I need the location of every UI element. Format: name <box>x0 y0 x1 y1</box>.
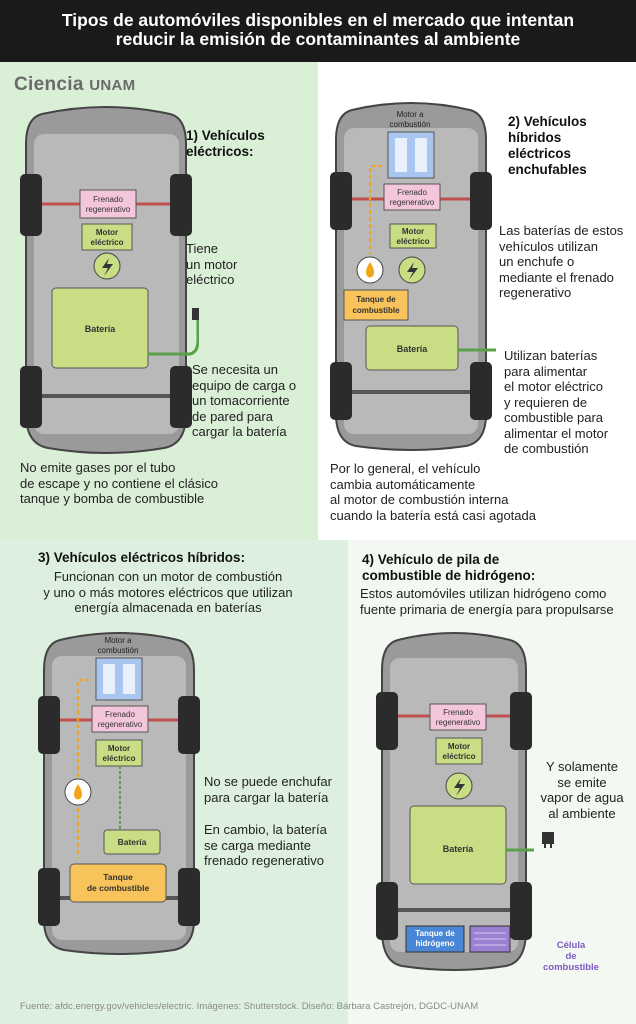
p4-intro: Estos automóviles utilizan hidrógeno com… <box>360 586 614 617</box>
svg-text:regenerativo: regenerativo <box>390 198 435 207</box>
svg-text:Frenado: Frenado <box>105 710 135 719</box>
p4-battery-box <box>409 805 507 885</box>
svg-text:Motor: Motor <box>108 744 130 753</box>
p3-title: 3) Vehículos eléctricos híbridos: <box>38 550 246 565</box>
combustion-engine-box <box>387 131 435 179</box>
wheel-front-left <box>20 174 42 236</box>
plug-icon <box>192 308 199 320</box>
car-plugin-hybrid-diagram: Motor a combustión Frenado regenerativo … <box>330 102 496 451</box>
svg-text:Motor: Motor <box>448 742 470 751</box>
car-interior <box>34 134 179 434</box>
svg-text:de combustible: de combustible <box>87 883 150 893</box>
header-title-line2: reducir la emisión de contaminantes al a… <box>115 29 521 49</box>
svg-text:eléctrico: eléctrico <box>103 754 136 763</box>
p3-fuel-tank <box>69 863 167 903</box>
motor-box <box>81 223 133 251</box>
svg-text:Tanque de: Tanque de <box>356 295 396 304</box>
car-hydrogen-diagram: Frenado regenerativo Motor eléctrico Bat… <box>376 632 534 971</box>
svg-text:Batería: Batería <box>118 837 147 847</box>
svg-text:eléctrico: eléctrico <box>397 237 430 246</box>
page-header: Tipos de automóviles disponibles en el m… <box>0 0 636 62</box>
motor-label-2: eléctrico <box>91 238 124 247</box>
svg-text:Tanque: Tanque <box>103 872 133 882</box>
header-title-line1: Tipos de automóviles disponibles en el m… <box>61 10 575 30</box>
p2-fuel-tank <box>343 289 409 321</box>
logo-sub: UNAM <box>89 77 136 94</box>
brake-label-1: Frenado <box>93 195 123 204</box>
svg-text:regenerativo: regenerativo <box>98 720 143 729</box>
ciencia-unam-logo: Ciencia UNAM <box>14 74 135 96</box>
footer-credits: Fuente: afdc.energy.gov/vehicles/electri… <box>20 1001 479 1012</box>
car-hybrid-diagram: Motor a combustión Frenado regenerativo … <box>38 632 200 955</box>
p2-combustion-label-1: Motor a <box>396 110 424 119</box>
wheel-rear-left <box>20 366 42 428</box>
svg-text:hidrógeno: hidrógeno <box>415 939 454 948</box>
p2-combustion-label-2: combustión <box>390 120 431 129</box>
hydrogen-tank <box>405 925 465 953</box>
p3-battery-box <box>103 829 161 855</box>
wheel-front-right <box>170 174 192 236</box>
svg-text:Frenado: Frenado <box>443 708 473 717</box>
charging-cable <box>148 318 199 356</box>
battery-label: Batería <box>85 324 117 334</box>
p2-battery-box <box>365 325 459 371</box>
motor-label-1: Motor <box>96 228 118 237</box>
brake-box <box>79 189 137 219</box>
svg-text:regenerativo: regenerativo <box>436 718 481 727</box>
car-electric-diagram: Frenado regenerativo Motor eléctrico Bat… <box>20 106 199 454</box>
brake-label-2: regenerativo <box>86 205 131 214</box>
battery-box <box>51 287 149 369</box>
svg-text:Motor: Motor <box>402 227 424 236</box>
svg-text:Tanque de: Tanque de <box>415 929 455 938</box>
svg-text:Batería: Batería <box>397 344 429 354</box>
svg-text:combustión: combustión <box>98 646 139 655</box>
svg-text:eléctrico: eléctrico <box>443 752 476 761</box>
svg-text:Frenado: Frenado <box>397 188 427 197</box>
svg-text:Motor a: Motor a <box>104 636 132 645</box>
logo-main: Ciencia <box>14 74 84 95</box>
svg-text:combustible: combustible <box>352 306 400 315</box>
water-plug-icon <box>542 832 554 848</box>
wheel-rear-right <box>170 366 192 428</box>
svg-text:Batería: Batería <box>443 844 475 854</box>
